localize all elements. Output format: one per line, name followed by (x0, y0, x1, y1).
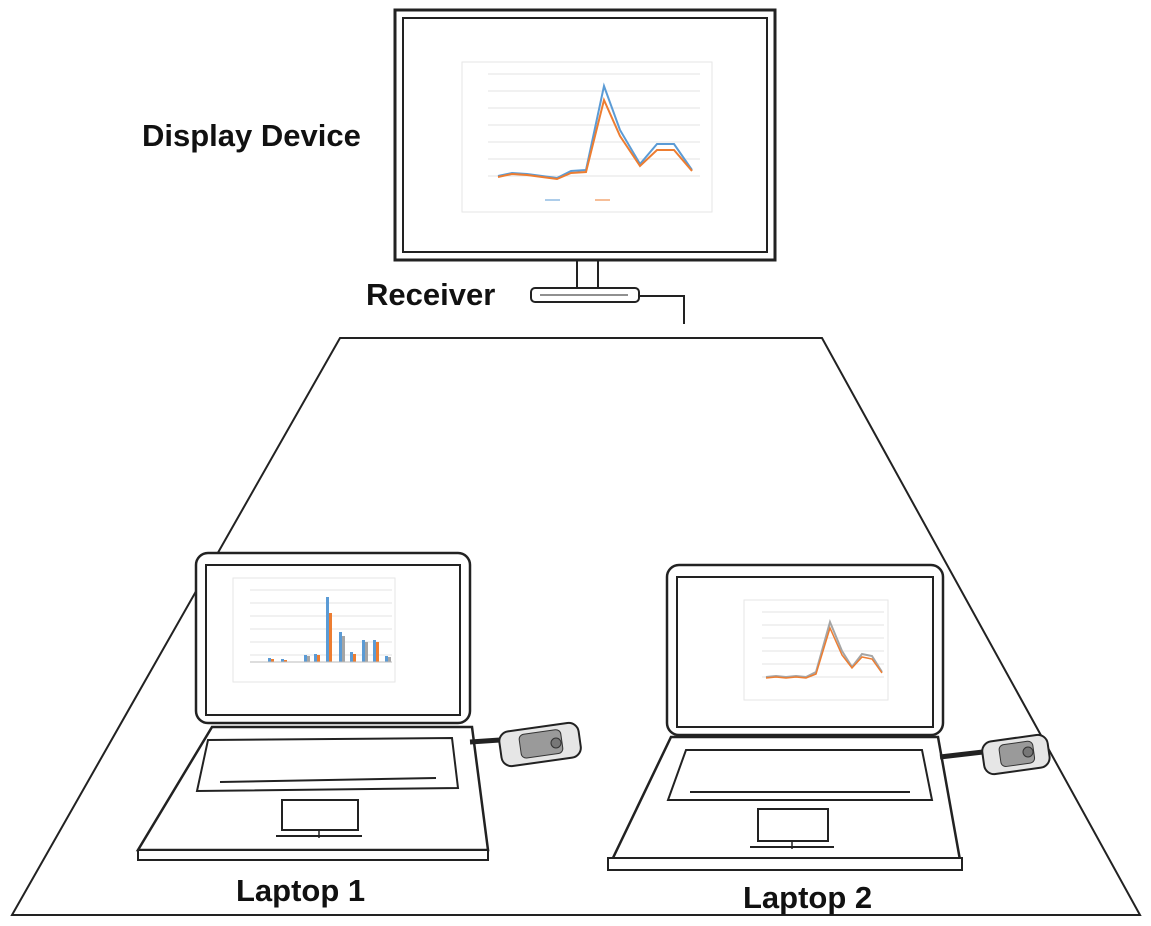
display-chart-series-orange (497, 96, 693, 181)
display-device-label: Display Device (142, 118, 361, 153)
usb-dongle-icon (469, 721, 582, 768)
laptop2-chart-series-orange (765, 625, 883, 679)
laptop2-screen-chart (743, 599, 889, 701)
laptop-1-label: Laptop 1 (236, 873, 366, 908)
laptop2-chart-series-gray (765, 618, 883, 679)
laptop-2-label: Laptop 2 (743, 880, 873, 915)
usb-dongle-icon (939, 733, 1051, 776)
laptop1-screen-chart (232, 577, 396, 683)
display-screen-chart (461, 61, 713, 213)
receiver-box-icon (530, 287, 685, 324)
receiver-label: Receiver (366, 277, 496, 312)
